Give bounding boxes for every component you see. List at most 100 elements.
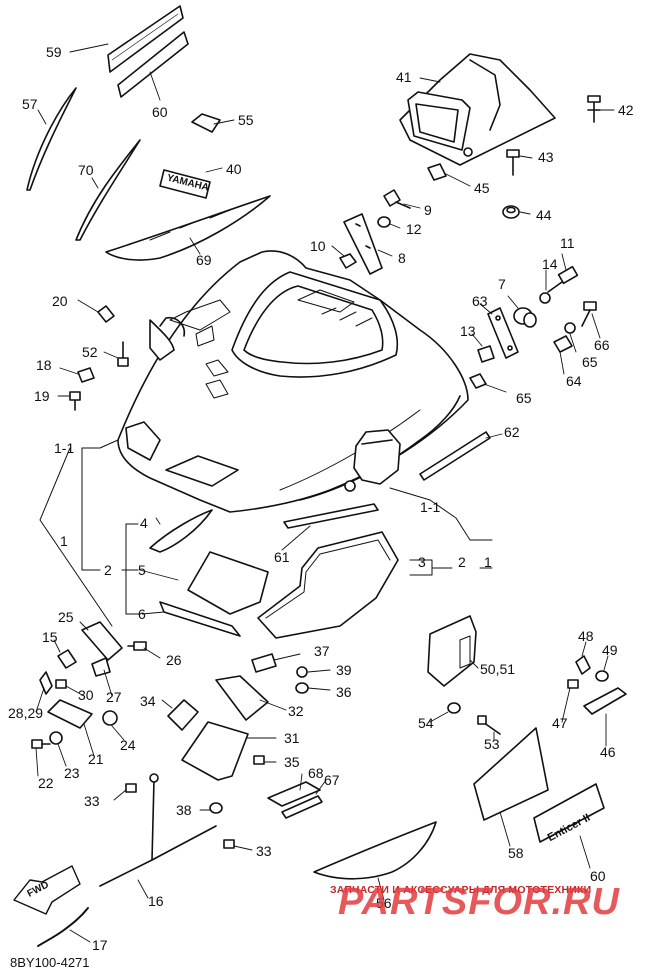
label-15: 15 <box>42 629 58 645</box>
label-7: 7 <box>498 276 506 292</box>
decal-61 <box>283 503 379 529</box>
label-1b: 1 <box>484 554 492 570</box>
grommet-38 <box>209 802 223 814</box>
pad-15 <box>57 649 77 669</box>
cable-16 <box>99 773 217 887</box>
label-64: 64 <box>566 373 582 389</box>
label-5: 5 <box>138 562 146 578</box>
decal-55 <box>191 113 221 133</box>
panel-3 <box>257 531 399 639</box>
screw-19 <box>69 391 81 411</box>
label-2a: 2 <box>104 562 112 578</box>
label-24: 24 <box>120 737 136 753</box>
washer-12 <box>377 216 391 228</box>
catalog-code: 8BY100-4271 <box>10 955 90 970</box>
label-60: 60 <box>152 104 168 120</box>
label-18: 18 <box>36 357 52 373</box>
screw-52 <box>117 341 129 367</box>
label-69: 69 <box>196 252 212 268</box>
block-37 <box>251 653 277 673</box>
washer-14 <box>539 292 551 304</box>
label-43: 43 <box>538 149 554 165</box>
stripe-62 <box>419 431 491 481</box>
collar-64 <box>553 335 573 353</box>
label-14: 14 <box>542 256 558 272</box>
mirror-50-51 <box>427 615 477 687</box>
grommet-20 <box>97 305 115 323</box>
hood-cowling-1-1 <box>117 250 469 513</box>
decal-70 <box>75 139 141 241</box>
bolt-9 <box>383 189 411 209</box>
label-46: 46 <box>600 744 616 760</box>
bracket-8 <box>343 213 383 275</box>
label-27: 27 <box>106 689 122 705</box>
washer-65a <box>564 322 576 334</box>
bracket-25 <box>81 621 123 661</box>
screw-66 <box>581 301 597 327</box>
label-48: 48 <box>578 628 594 644</box>
bracket-34 <box>167 699 199 731</box>
label-57: 57 <box>22 96 38 112</box>
label-8: 8 <box>398 250 406 266</box>
label-62: 62 <box>504 424 520 440</box>
collar-39 <box>296 666 308 678</box>
label-58: 58 <box>508 845 524 861</box>
label-42: 42 <box>618 102 634 118</box>
label-49: 49 <box>602 642 618 658</box>
label-61: 61 <box>274 549 290 565</box>
label-10: 10 <box>310 238 326 254</box>
label-26: 26 <box>166 652 182 668</box>
damper-27 <box>91 657 111 677</box>
label-4: 4 <box>140 515 148 531</box>
label-1-1a: 1-1 <box>54 440 75 456</box>
clip-45 <box>427 163 447 181</box>
label-2b: 2 <box>458 554 466 570</box>
label-36: 36 <box>336 684 352 700</box>
screw-53 <box>477 715 501 735</box>
label-41: 41 <box>396 69 412 85</box>
screw-26 <box>127 641 147 651</box>
screw-42 <box>587 95 601 123</box>
label-53: 53 <box>484 736 500 752</box>
label-44: 44 <box>536 207 552 223</box>
callout-bracket-lines <box>39 439 493 627</box>
decal-68-67 <box>267 781 323 819</box>
grommet-44 <box>502 205 520 219</box>
label-37: 37 <box>314 643 330 659</box>
label-3: 3 <box>418 554 426 570</box>
label-12: 12 <box>406 221 422 237</box>
label-28-29: 28,29 <box>8 705 44 721</box>
screw-33a <box>125 783 137 793</box>
label-35: 35 <box>284 754 300 770</box>
fwd-arrow <box>13 865 81 915</box>
label-65b: 65 <box>516 390 532 406</box>
nut-10 <box>339 253 357 269</box>
bolt-35 <box>253 755 265 765</box>
label-19: 19 <box>34 388 50 404</box>
label-39: 39 <box>336 662 352 678</box>
side-light-housing <box>344 429 401 492</box>
washer-54 <box>447 702 461 714</box>
label-56: 56 <box>376 895 392 911</box>
label-45: 45 <box>474 180 490 196</box>
screw-47 <box>567 679 579 689</box>
bracket-32 <box>215 675 269 721</box>
decal-69 <box>105 195 271 261</box>
windshield-58 <box>473 727 549 821</box>
decal-60-enticer: Enticer II <box>533 783 605 844</box>
label-16: 16 <box>148 893 164 909</box>
label-63: 63 <box>472 293 488 309</box>
watermark-tagline: ЗАПЧАСТИ И АКСЕССУАРЫ ДЛЯ МОТОТЕХНИКИ <box>330 884 592 896</box>
label-6: 6 <box>138 606 146 622</box>
decal-56 <box>313 821 437 880</box>
screw-22 <box>31 739 51 749</box>
bolt-11 <box>547 265 579 293</box>
damper-24 <box>102 710 118 726</box>
grommet-48-49 <box>575 655 609 682</box>
label-21: 21 <box>88 751 104 767</box>
label-30: 30 <box>78 687 94 703</box>
stay-31 <box>181 721 249 781</box>
decal-57 <box>26 87 77 191</box>
